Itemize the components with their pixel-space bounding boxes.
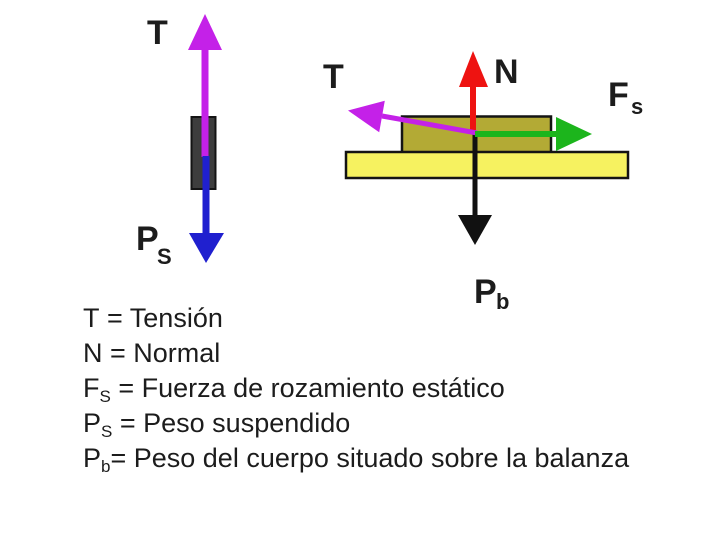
legend-row-tension: T = Tensión bbox=[83, 301, 635, 336]
left-tension-label: T bbox=[147, 14, 168, 52]
normal-arrowhead-icon bbox=[459, 51, 488, 87]
legend-text: = Tensión bbox=[99, 303, 223, 333]
legend-symbol: T bbox=[83, 303, 100, 333]
legend-subscript: S bbox=[99, 387, 111, 406]
right-tension-label: T bbox=[323, 58, 344, 96]
tension-up-arrow bbox=[188, 14, 222, 157]
right-weight-label: P bbox=[474, 273, 497, 310]
legend-symbol: N bbox=[83, 338, 103, 368]
legend: T = Tensión N = Normal FS = Fuerza de ro… bbox=[83, 301, 635, 476]
legend-text: = Fuerza de rozamiento estático bbox=[110, 373, 505, 403]
suspended-weight-arrowhead-icon bbox=[189, 233, 224, 263]
left-weight-sub-label: S bbox=[157, 244, 172, 269]
body-weight-arrow bbox=[458, 134, 492, 245]
force-diagrams: T P S T N bbox=[136, 14, 643, 314]
balance-block-diagram: T N F s P b bbox=[323, 51, 643, 314]
static-friction-arrow bbox=[475, 117, 592, 151]
legend-subscript: b bbox=[101, 457, 111, 476]
legend-row-body-weight: Pb= Peso del cuerpo situado sobre la bal… bbox=[83, 441, 635, 476]
legend-symbol: P bbox=[83, 443, 102, 473]
legend-text: = Peso del cuerpo situado sobre la balan… bbox=[110, 443, 630, 473]
body-weight-arrowhead-icon bbox=[458, 215, 492, 245]
legend-row-suspended-weight: PS = Peso suspendido bbox=[83, 406, 635, 441]
balance-platform bbox=[344, 150, 630, 180]
legend-row-normal: N = Normal bbox=[83, 336, 635, 371]
legend-symbol: F bbox=[83, 373, 100, 403]
static-friction-arrowhead-icon bbox=[556, 117, 592, 151]
normal-arrow bbox=[459, 51, 488, 132]
legend-text: = Normal bbox=[102, 338, 221, 368]
legend-subscript: S bbox=[101, 422, 113, 441]
legend-text: = Peso suspendido bbox=[112, 408, 351, 438]
left-weight-label: P bbox=[136, 220, 159, 258]
right-normal-label: N bbox=[494, 53, 519, 91]
right-weight-sub-label: b bbox=[496, 289, 509, 310]
legend-symbol: P bbox=[83, 408, 102, 438]
legend-row-friction: FS = Fuerza de rozamiento estático bbox=[83, 371, 635, 406]
tension-left-arrowhead-icon bbox=[348, 100, 385, 133]
right-friction-sub-label: s bbox=[631, 94, 643, 119]
right-friction-label: F bbox=[608, 76, 629, 114]
suspended-block-diagram: T P S bbox=[136, 14, 224, 269]
tension-left-arrow bbox=[348, 100, 478, 136]
tension-up-arrowhead-icon bbox=[188, 14, 222, 50]
suspended-weight-arrow bbox=[189, 156, 224, 263]
